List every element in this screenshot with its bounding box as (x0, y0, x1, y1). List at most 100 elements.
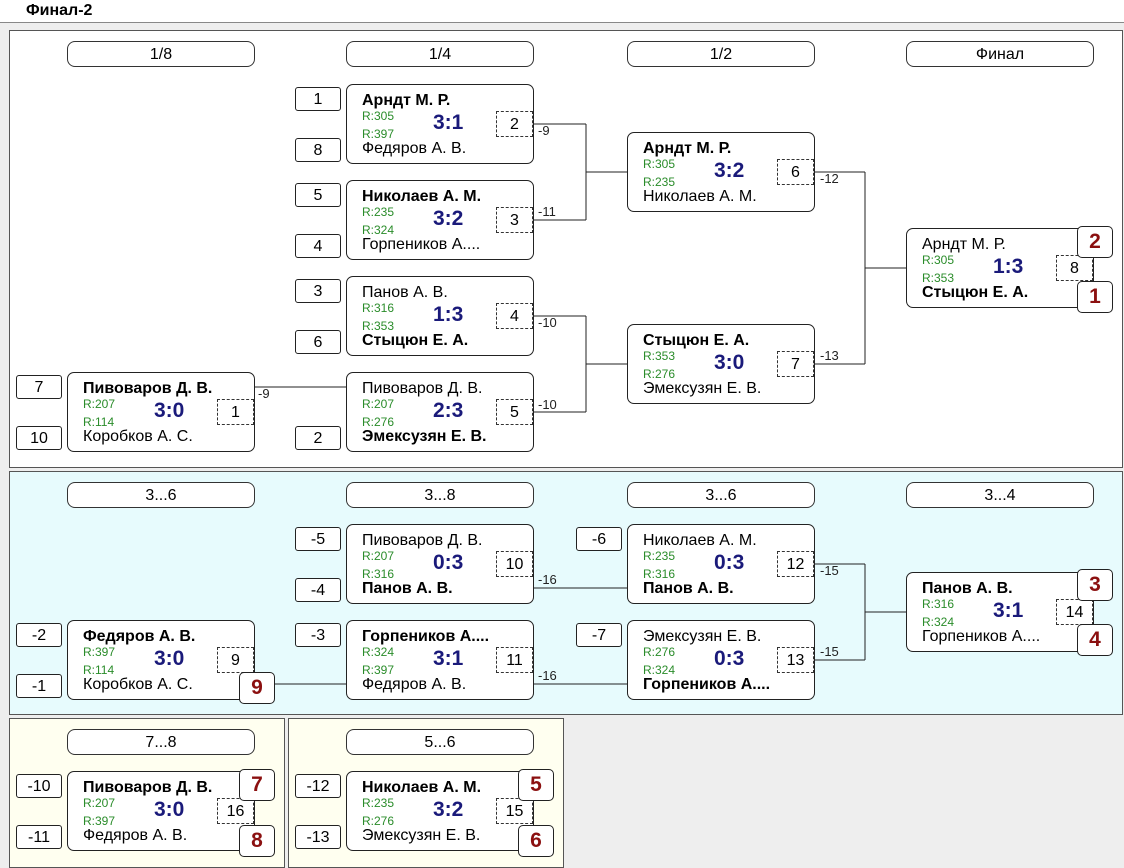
player-bottom-name: Коробков А. С. (83, 676, 193, 693)
player-bottom-name: Горпеников А.... (643, 676, 771, 693)
player-top-rating: R:207 (83, 397, 116, 411)
player-top-rating: R:207 (83, 796, 116, 810)
player-bottom-rating: R:276 (362, 814, 395, 828)
place-badge: 3 (1077, 569, 1113, 601)
match-number: 2 (496, 111, 533, 137)
place-badge: 8 (239, 825, 275, 857)
player-top-name: Стыцюн Е. А. (643, 332, 750, 349)
seed-box[interactable]: 6 (295, 330, 341, 354)
match-score: 3:0 (154, 399, 185, 422)
player-top-name: Арндт М. Р. (643, 140, 732, 157)
player-bottom-name: Эмексузян Е. В. (362, 827, 481, 844)
match-score: 0:3 (433, 551, 464, 574)
place-badge: 2 (1077, 226, 1113, 258)
seed-box[interactable]: -13 (295, 825, 341, 849)
seed-box[interactable]: -1 (16, 674, 62, 698)
match-number: 3 (496, 207, 533, 233)
match-score: 3:1 (433, 111, 464, 134)
match-score: 3:0 (714, 351, 745, 374)
seed-box[interactable]: -3 (295, 623, 341, 647)
match-number: 7 (777, 351, 814, 377)
player-bottom-name: Коробков А. С. (83, 428, 193, 445)
player-top-rating: R:235 (362, 796, 395, 810)
player-bottom-name: Федяров А. В. (83, 827, 188, 844)
player-bottom-rating: R:114 (83, 663, 115, 677)
player-bottom-name: Эмексузян Е. В. (643, 380, 762, 397)
round-header: 3...4 (906, 482, 1094, 508)
place-badge: 4 (1077, 624, 1113, 656)
player-bottom-rating: R:316 (362, 567, 395, 581)
match-number: 15 (496, 798, 533, 824)
player-bottom-name: Горпеников А.... (362, 236, 481, 253)
loser-destination-label: -15 (820, 563, 839, 578)
player-top-rating: R:397 (83, 645, 116, 659)
match-number: 1 (217, 399, 254, 425)
player-top-rating: R:235 (643, 549, 676, 563)
seed-box[interactable]: -5 (295, 527, 341, 551)
player-bottom-rating: R:276 (643, 367, 676, 381)
place-badge: 9 (239, 672, 275, 704)
player-top-name: Пивоваров Д. В. (83, 380, 213, 397)
player-bottom-rating: R:235 (643, 175, 676, 189)
seed-box[interactable]: -10 (16, 774, 62, 798)
loser-destination-label: -16 (538, 572, 557, 587)
seed-box[interactable]: -4 (295, 578, 341, 602)
player-top-name: Пивоваров Д. В. (83, 779, 213, 796)
seed-box[interactable]: -11 (16, 825, 62, 849)
player-top-rating: R:235 (362, 205, 395, 219)
place-badge: 1 (1077, 281, 1113, 313)
seed-box[interactable]: 7 (16, 375, 62, 399)
round-header: 1/4 (346, 41, 534, 67)
seed-box[interactable]: 10 (16, 426, 62, 450)
round-header: 7...8 (67, 729, 255, 755)
player-top-name: Пивоваров Д. В. (362, 380, 483, 397)
seed-box[interactable]: 5 (295, 183, 341, 207)
match-score: 1:3 (433, 303, 464, 326)
seed-box[interactable]: 1 (295, 87, 341, 111)
player-bottom-rating: R:324 (643, 663, 676, 677)
player-bottom-name: Федяров А. В. (362, 676, 467, 693)
player-top-name: Пивоваров Д. В. (362, 532, 483, 549)
match-score: 3:0 (154, 647, 185, 670)
loser-destination-label: -15 (820, 644, 839, 659)
match-number: 12 (777, 551, 814, 577)
match-number: 10 (496, 551, 533, 577)
seed-box[interactable]: -6 (576, 527, 622, 551)
player-bottom-rating: R:397 (362, 663, 395, 677)
seed-box[interactable]: -2 (16, 623, 62, 647)
player-bottom-name: Стыцюн Е. А. (362, 332, 469, 349)
match-number: 6 (777, 159, 814, 185)
match-number: 8 (1056, 255, 1093, 281)
loser-destination-label: -11 (538, 204, 556, 219)
seed-box[interactable]: 2 (295, 426, 341, 450)
player-top-name: Панов А. В. (362, 284, 448, 301)
seed-box[interactable]: -7 (576, 623, 622, 647)
player-top-name: Эмексузян Е. В. (643, 628, 762, 645)
round-header: 3...6 (627, 482, 815, 508)
seed-box[interactable]: 3 (295, 279, 341, 303)
seed-box[interactable]: 8 (295, 138, 341, 162)
loser-destination-label: -16 (538, 668, 557, 683)
player-top-rating: R:305 (643, 157, 676, 171)
seed-box[interactable]: 4 (295, 234, 341, 258)
match-number: 5 (496, 399, 533, 425)
seed-box[interactable]: -12 (295, 774, 341, 798)
player-top-rating: R:207 (362, 397, 395, 411)
